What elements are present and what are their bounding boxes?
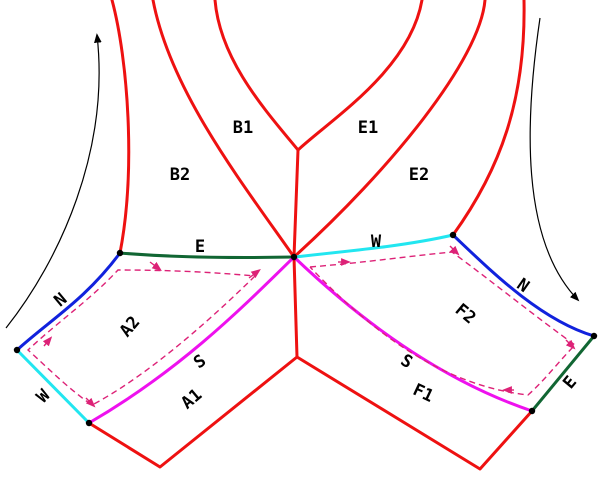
edge-n-right [451, 233, 595, 338]
label-b2: B2 [170, 165, 190, 185]
edge-s-right [292, 255, 533, 413]
boundary-b1-b2 [151, 0, 296, 259]
boundary-right-outer [451, 0, 526, 237]
label-s-right: S [397, 350, 416, 372]
label-a1: A1 [178, 385, 207, 413]
label-w-right: W [371, 232, 382, 252]
label-e1: E1 [358, 118, 378, 138]
label-e-right: E [559, 372, 581, 393]
boundary-bottom [87, 355, 534, 471]
vertex [590, 332, 598, 340]
boundary-e1-e2 [292, 0, 487, 259]
edge-e-top [119, 251, 295, 260]
dashed-arrowhead [149, 261, 162, 271]
dashed-arrowheads [42, 245, 576, 408]
region-boundaries [87, 0, 534, 471]
edge-s-left [88, 255, 296, 425]
label-b1: B1 [233, 118, 253, 138]
vertex [85, 419, 93, 427]
dashed-arrowhead [565, 339, 576, 350]
dashed-paths [26, 251, 577, 406]
edge-w-right [293, 233, 454, 259]
dashed-arrowhead [42, 336, 53, 347]
arrow-right-down [529, 17, 580, 302]
dashed-arrowhead [85, 397, 96, 408]
dashed-arrowhead [449, 245, 460, 256]
colored-edges [15, 233, 596, 425]
vertex [449, 231, 457, 239]
label-w-left: W [33, 385, 55, 407]
label-f2: F2 [451, 300, 480, 328]
dashed-arrowhead [248, 269, 261, 279]
label-a2: A2 [116, 313, 144, 342]
vertex [116, 249, 124, 257]
vertex [528, 407, 536, 415]
label-s-left: S [190, 351, 210, 373]
vertex [13, 346, 21, 354]
label-f1: F1 [410, 380, 437, 407]
dashed-loop-right [309, 251, 577, 396]
dashed-loop-left [26, 269, 256, 406]
vertex [290, 253, 298, 261]
edge-w-left [15, 348, 91, 425]
vertices [13, 231, 598, 427]
edge-e-right [530, 335, 596, 412]
label-e2: E2 [409, 165, 429, 185]
arrow-left-up [5, 33, 102, 329]
label-n-right: N [513, 275, 533, 297]
label-e-top: E [195, 237, 205, 257]
boundary-left-outer [110, 0, 131, 255]
edge-n-left [15, 252, 122, 352]
